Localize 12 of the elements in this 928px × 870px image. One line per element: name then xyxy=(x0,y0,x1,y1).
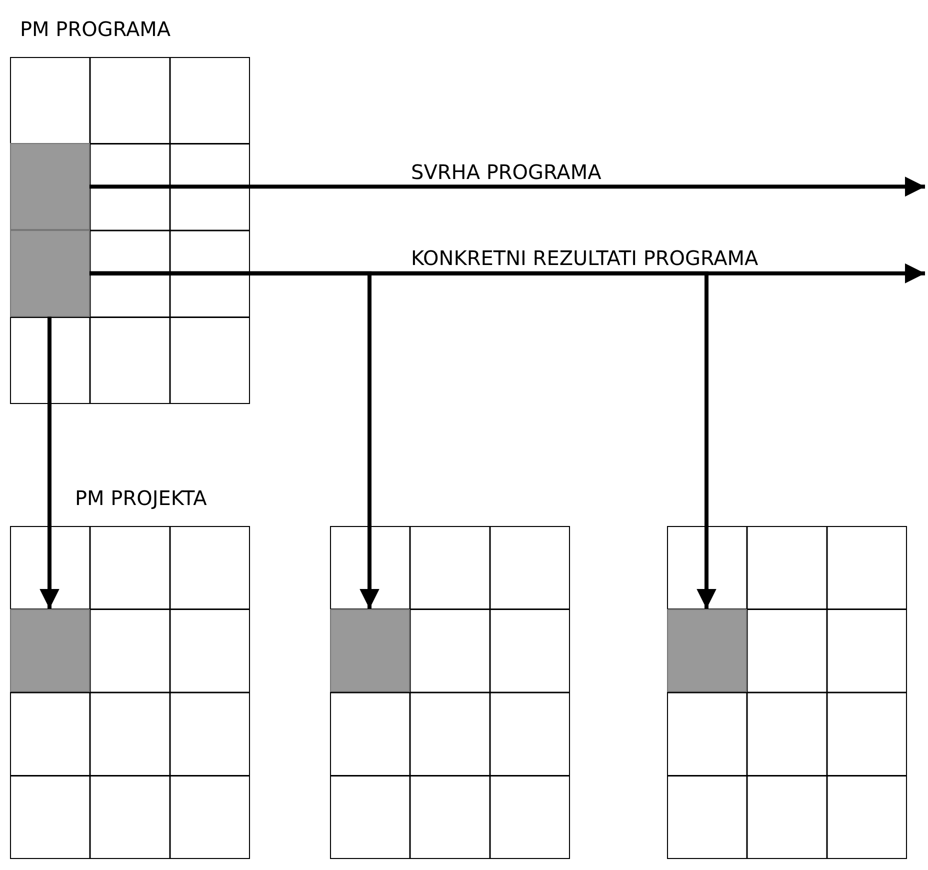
shaded-cell xyxy=(10,143,90,230)
matrix-grid xyxy=(667,526,907,859)
matrix-heading: PM PROJEKTA xyxy=(75,486,207,510)
matrix-grid xyxy=(330,526,570,859)
matrix-heading: PM PROGRAMA xyxy=(20,17,171,41)
arrow xyxy=(40,316,60,609)
shaded-cell xyxy=(666,608,746,692)
shaded-cell xyxy=(330,608,410,692)
arrow xyxy=(90,271,716,609)
shaded-cell xyxy=(10,608,90,692)
shaded-cell xyxy=(10,230,90,317)
arrow xyxy=(90,176,925,197)
